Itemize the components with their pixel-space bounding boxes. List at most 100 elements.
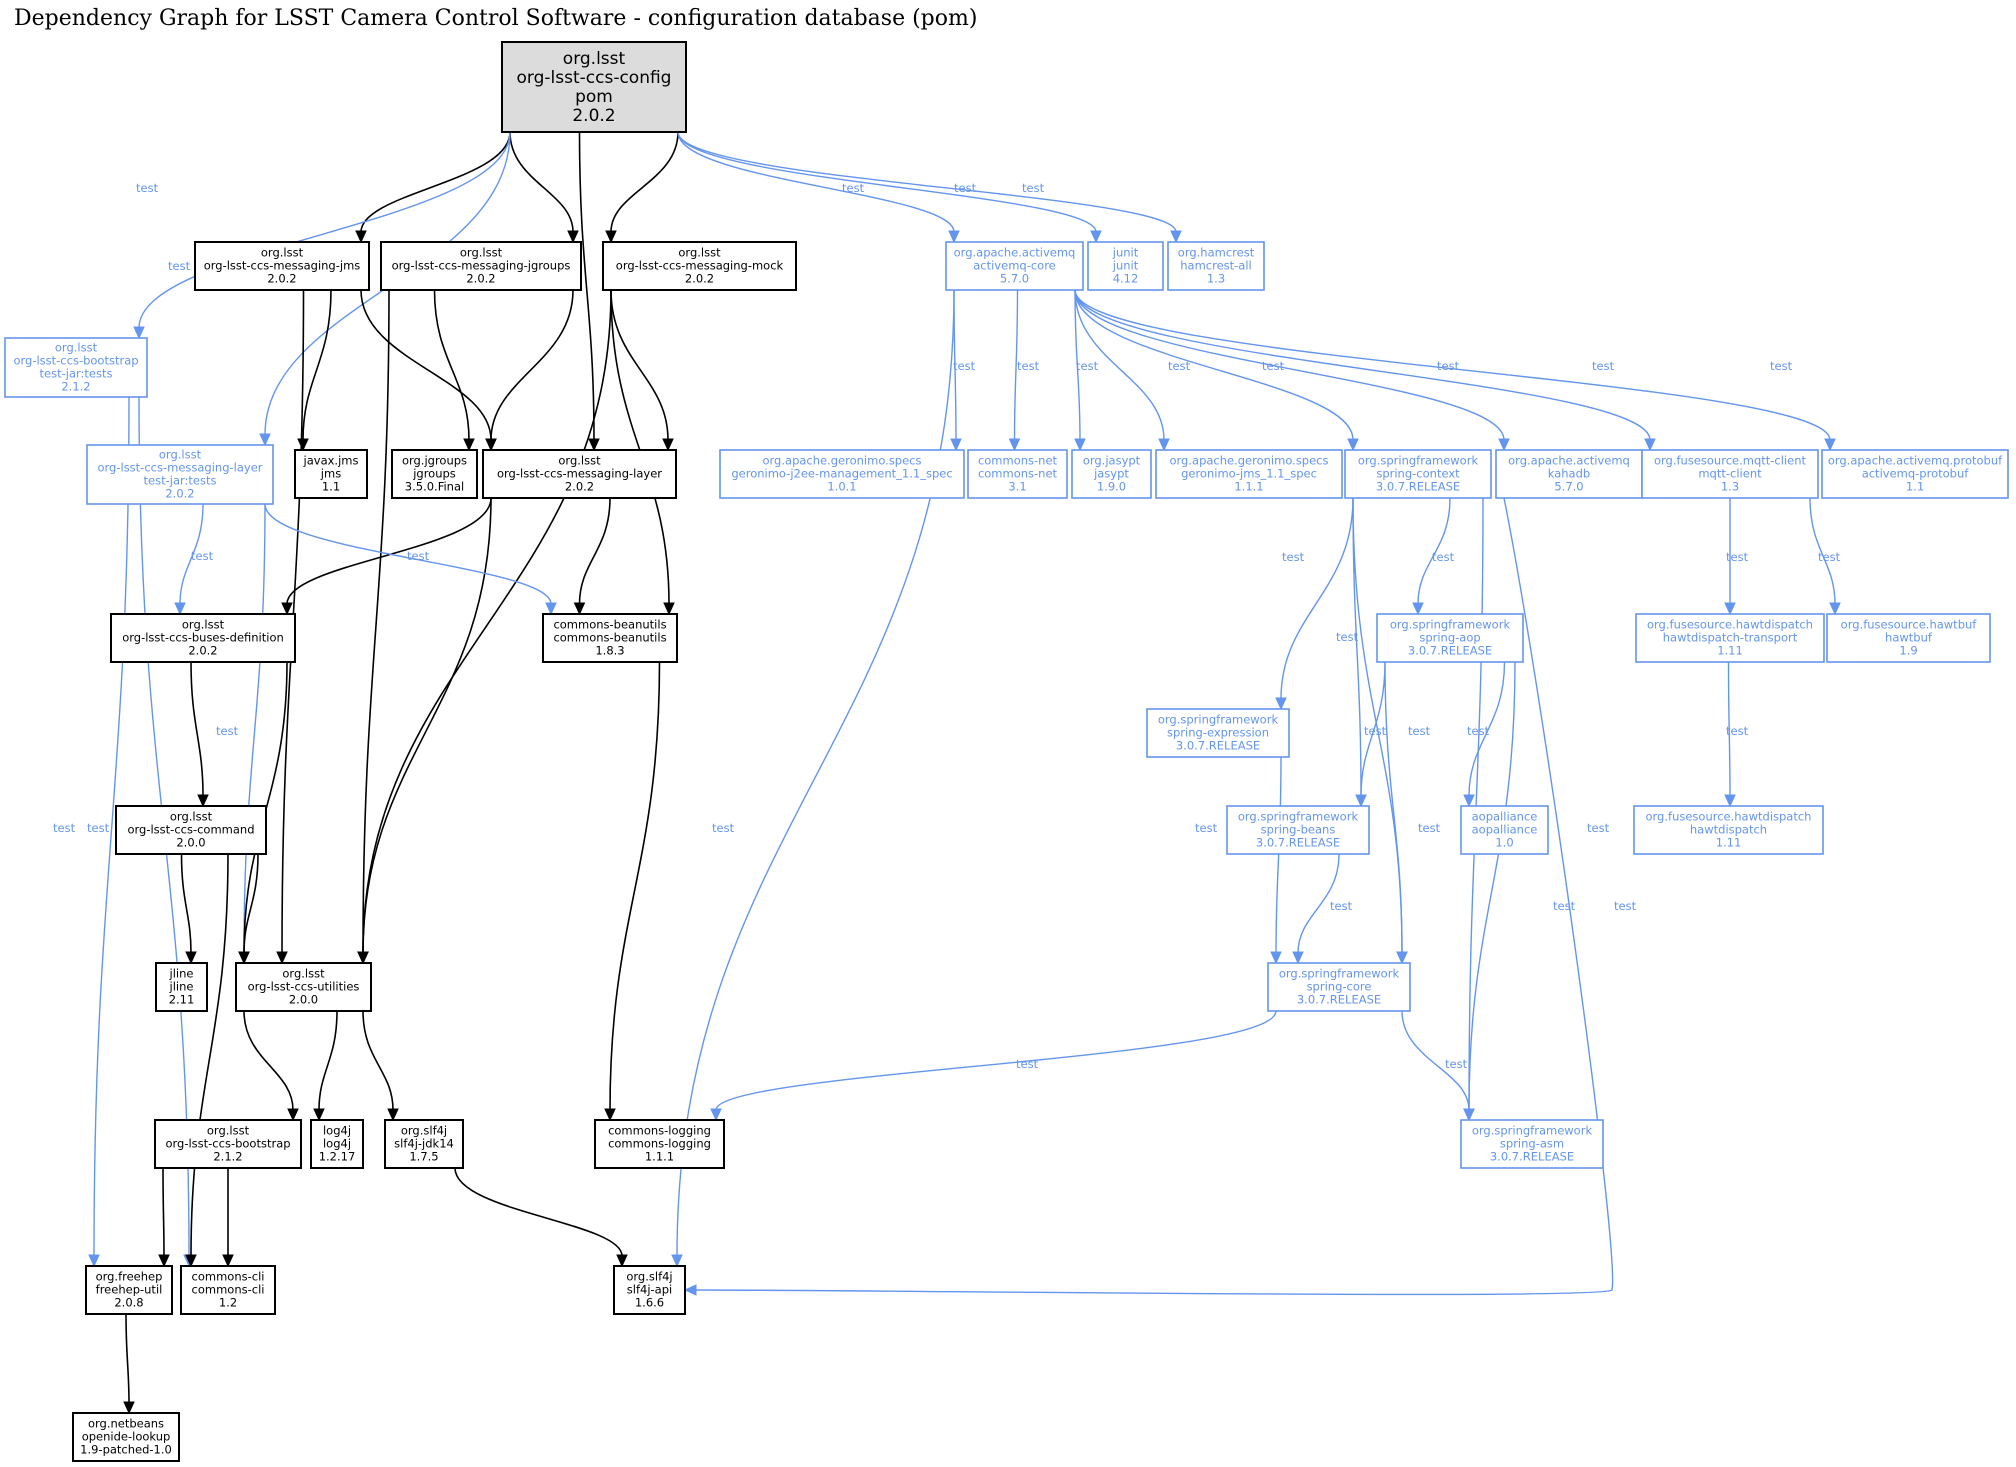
arrowhead <box>1355 794 1367 808</box>
edge-utilities-to-log4j <box>313 1010 338 1122</box>
edge-line <box>362 1010 394 1111</box>
edge-line <box>953 289 957 441</box>
node-spring-beans[interactable]: org.springframeworkspring-beans3.0.7.REL… <box>1226 805 1370 855</box>
edge-bootstrap-to-commons-cli <box>222 1168 234 1268</box>
node-spring-expression[interactable]: org.springframeworkspring-expression3.0.… <box>1146 708 1290 758</box>
edge-label: test <box>136 181 159 195</box>
node-spring-aop[interactable]: org.springframeworkspring-aop3.0.7.RELEA… <box>1376 613 1524 663</box>
edge-line <box>1360 661 1386 797</box>
arrowhead <box>948 230 960 244</box>
arrowhead <box>545 602 557 616</box>
node-version: 1.7.5 <box>409 1150 438 1164</box>
node-spring-core[interactable]: org.springframeworkspring-core3.0.7.RELE… <box>1267 962 1411 1012</box>
node-version: 1.1.1 <box>645 1150 674 1164</box>
node-artifact-id: jline <box>169 980 194 994</box>
edge-root-to-hamcrest: test <box>677 131 1182 244</box>
edge-line <box>610 131 679 233</box>
edge-label: test <box>1553 899 1576 913</box>
edge-label: test <box>1770 359 1793 373</box>
edge-label: test <box>1168 359 1191 373</box>
node-openide-lookup[interactable]: org.netbeansopenide-lookup1.9-patched-1.… <box>72 1412 180 1462</box>
node-artifact-id: commons-logging <box>608 1137 711 1151</box>
edge-root-to-junit: test <box>677 131 1102 244</box>
arrowhead <box>1644 438 1656 452</box>
node-hawtdispatch[interactable]: org.fusesource.hawtdispatchhawtdispatch1… <box>1633 805 1824 855</box>
edge-line <box>362 289 612 954</box>
edges-layer: test test test test test test test test test test… <box>53 131 1841 1415</box>
node-group-id: org.lsst <box>282 967 325 981</box>
node-spring-context[interactable]: org.springframeworkspring-context3.0.7.R… <box>1344 449 1492 499</box>
node-msg-layer[interactable]: org.lsstorg-lsst-ccs-messaging-layer2.0.… <box>482 449 677 499</box>
edge-label: test <box>1445 1057 1468 1071</box>
edge-spring-expression-to-spring-core: test <box>1195 756 1282 965</box>
edge-bootstrap-to-freehep <box>158 1167 170 1268</box>
node-msglayer-tests[interactable]: org.lsstorg-lsst-ccs-messaging-layertest… <box>86 444 274 505</box>
edge-label: test <box>407 549 430 563</box>
node-box <box>380 241 582 291</box>
node-box <box>391 449 478 499</box>
edge-line <box>243 503 266 954</box>
edge-line <box>610 289 670 605</box>
node-msg-jgroups[interactable]: org.lsstorg-lsst-ccs-messaging-jgroups2.… <box>380 241 582 291</box>
node-artifact-id: spring-context <box>1376 467 1460 481</box>
node-group-id: org.fusesource.mqtt-client <box>1654 454 1807 468</box>
node-box <box>1495 449 1643 499</box>
edge-spring-context-to-spring-core: test <box>1352 497 1408 965</box>
graph-title: Dependency Graph for LSST Camera Control… <box>14 6 978 31</box>
node-geronimo-jms[interactable]: org.apache.geronimo.specsgeronimo-jms_1.… <box>1155 449 1343 499</box>
arrowhead <box>1270 951 1282 965</box>
node-box <box>384 1119 464 1169</box>
arrowhead <box>222 1254 234 1268</box>
node-group-id: log4j <box>323 1124 351 1138</box>
node-activemq-protobuf[interactable]: org.apache.activemq.protobufactivemq-pro… <box>1821 449 2009 499</box>
node-box <box>501 41 687 133</box>
node-bootstrap-tests[interactable]: org.lsstorg-lsst-ccs-bootstraptest-jar:t… <box>4 337 148 398</box>
edge-line <box>125 1313 130 1404</box>
node-version: 1.1 <box>322 480 340 494</box>
node-group-id: org.springframework <box>1472 1124 1593 1138</box>
node-artifact-id: hawtbuf <box>1885 631 1933 645</box>
node-group-id: commons-beanutils <box>553 618 666 632</box>
node-hawtdispatch-transport[interactable]: org.fusesource.hawtdispatchhawtdispatch-… <box>1635 613 1825 663</box>
edge-label: test <box>1418 821 1441 835</box>
edge-buses-def-to-command <box>190 661 209 808</box>
edge-line <box>1074 289 1831 441</box>
node-spring-asm[interactable]: org.springframeworkspring-asm3.0.7.RELEA… <box>1460 1119 1604 1169</box>
edge-activemq-core-to-mqtt-client: test <box>1074 289 1656 452</box>
edge-label: test <box>842 181 865 195</box>
node-geronimo-j2ee[interactable]: org.apache.geronimo.specsgeronimo-j2ee-m… <box>719 449 965 499</box>
node-box <box>72 1412 180 1462</box>
node-buses-def[interactable]: org.lsstorg-lsst-ccs-buses-definition2.0… <box>110 613 296 663</box>
arrowhead <box>1498 438 1510 452</box>
node-group-id: org.jasypt <box>1083 454 1141 468</box>
node-artifact-id: activemq-core <box>973 259 1056 273</box>
node-group-id: org.fusesource.hawtdispatch <box>1647 618 1813 632</box>
node-box <box>194 241 370 291</box>
node-box <box>1155 449 1343 499</box>
